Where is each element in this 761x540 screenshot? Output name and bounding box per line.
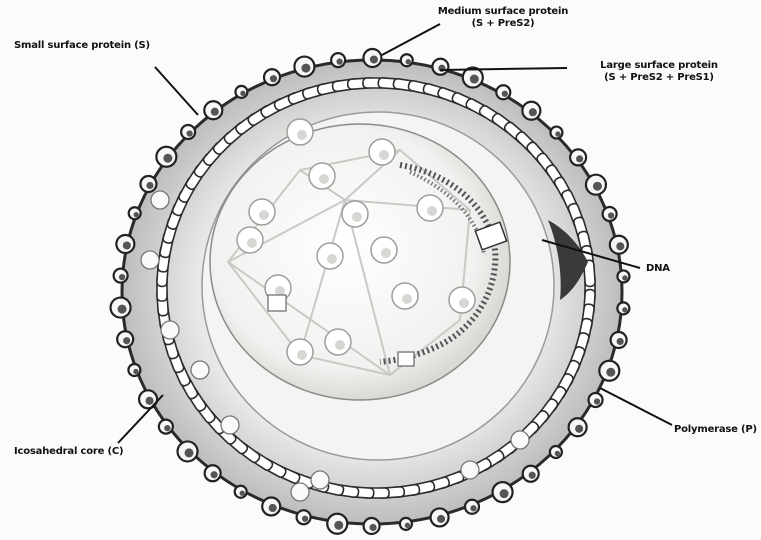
surface-bump-center	[133, 212, 138, 217]
capsomer-knob-shade	[297, 350, 307, 360]
surface-bump-center	[270, 75, 277, 82]
surface-bump-center	[123, 241, 131, 249]
surface-bump-center	[529, 472, 536, 479]
surface-bump-center	[133, 369, 138, 374]
surface-bump-center	[334, 521, 343, 530]
surface-bump-center	[593, 182, 602, 191]
envelope-bump	[141, 251, 159, 269]
capsomer-knob-shade	[402, 294, 412, 304]
surface-bump-center	[302, 516, 308, 522]
capsomer-knob-shade	[247, 238, 257, 248]
surface-bump-center	[575, 425, 583, 433]
surface-bump-center	[164, 425, 170, 431]
label-icosahedral-core: Icosahedral core (C)	[14, 446, 123, 458]
surface-bump-center	[616, 242, 624, 250]
core-block-2	[398, 352, 414, 366]
capsomer-knob-shade	[297, 130, 307, 140]
envelope-bump	[221, 416, 239, 434]
capsomer-knob-shade	[427, 206, 437, 216]
envelope-bump	[461, 461, 479, 479]
capsomer-knob-shade	[379, 150, 389, 160]
leader-polymerase	[600, 388, 672, 425]
surface-bump-center	[336, 58, 342, 64]
label-medium-surface-protein: Medium surface protein (S + PreS2)	[408, 6, 598, 30]
surface-bump-center	[529, 108, 537, 116]
surface-bump-center	[369, 524, 376, 531]
core-block	[268, 295, 286, 311]
capsomer-knob-shade	[352, 212, 362, 222]
surface-bump-center	[502, 91, 508, 97]
surface-bump-center	[594, 398, 600, 404]
capsomer-knob-shade	[459, 298, 469, 308]
surface-bump-center	[576, 155, 583, 162]
surface-bump-center	[146, 397, 154, 405]
surface-bump-center	[370, 55, 378, 63]
leader-large-surface	[440, 68, 567, 70]
label-dna: DNA	[646, 263, 670, 275]
surface-bump-center	[240, 91, 245, 96]
envelope-bump	[291, 483, 309, 501]
surface-bump-center	[555, 451, 560, 456]
surface-bump-center	[608, 212, 614, 218]
label-small-surface-protein: Small surface protein (S)	[14, 40, 150, 52]
surface-bump-center	[146, 182, 153, 189]
capsomer-knob-shade	[319, 174, 329, 184]
surface-bump-center	[470, 75, 479, 84]
envelope-bump	[191, 361, 209, 379]
surface-bump-center	[269, 504, 277, 512]
surface-bump-center	[500, 489, 509, 498]
surface-bump-center	[118, 305, 127, 314]
surface-bump-center	[211, 108, 219, 116]
envelope-bump	[151, 191, 169, 209]
surface-bump-center	[622, 307, 627, 312]
surface-bump-center	[406, 59, 411, 64]
surface-bump-center	[301, 64, 310, 73]
capsomer-knob-shade	[335, 340, 345, 350]
envelope-bump	[511, 431, 529, 449]
surface-bump-center	[470, 505, 476, 511]
surface-bump-center	[606, 368, 615, 377]
surface-bump-center	[185, 448, 194, 457]
capsomer-knob-shade	[327, 254, 337, 264]
surface-bump-center	[555, 131, 560, 136]
surface-bump-center	[239, 491, 244, 496]
surface-bump-center	[437, 515, 445, 523]
capsomer-knob-shade	[259, 210, 269, 220]
surface-bump-center	[123, 337, 130, 344]
surface-bump-center	[186, 130, 192, 136]
surface-bump-center	[211, 471, 218, 478]
envelope-bump	[311, 471, 329, 489]
label-polymerase: Polymerase (P)	[674, 424, 757, 436]
leader-small-surface	[155, 67, 198, 115]
label-large-surface-protein: Large surface protein (S + PreS2 + PreS1…	[564, 60, 754, 84]
capsomer-knob-shade	[381, 248, 391, 258]
surface-bump-center	[119, 274, 125, 280]
surface-bump-center	[405, 523, 410, 528]
surface-bump-center	[622, 275, 627, 280]
surface-bump-center	[617, 338, 624, 345]
surface-bump-center	[163, 154, 172, 163]
envelope-bump	[161, 321, 179, 339]
